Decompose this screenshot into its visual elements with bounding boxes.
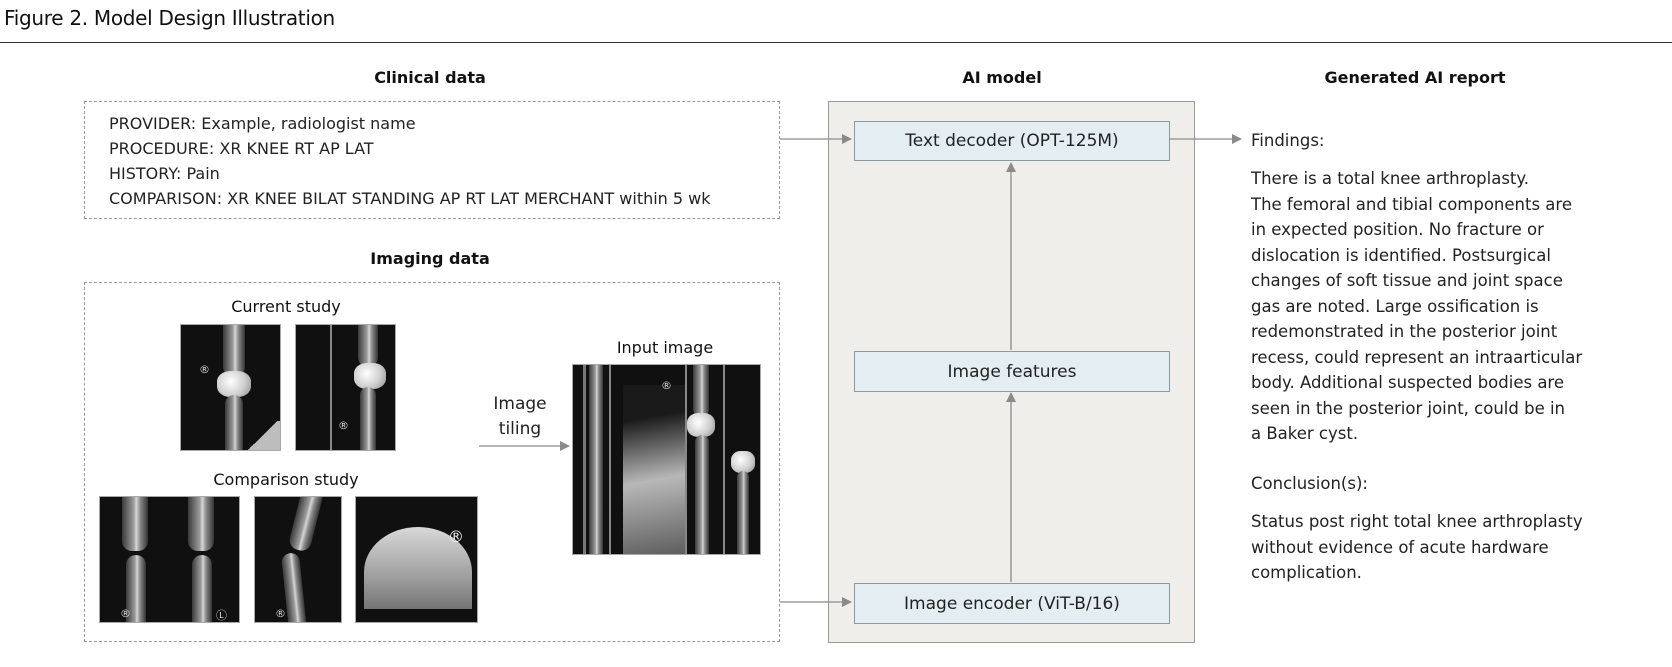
r-marker-icon: ® [661, 379, 672, 392]
findings-label: Findings: [1251, 131, 1325, 150]
image-features-box: Image features [854, 351, 1170, 392]
current-study-xray-ap: ® [180, 324, 281, 451]
input-image-tiled: ® [572, 364, 761, 555]
text-decoder-box: Text decoder (OPT-125M) [854, 121, 1170, 161]
clinical-data-heading: Clinical data [374, 68, 486, 87]
clinical-text-block: PROVIDER: Example, radiologist name PROC… [109, 111, 711, 211]
figure-title: Figure 2. Model Design Illustration [4, 6, 335, 30]
conclusion-label: Conclusion(s): [1251, 474, 1368, 493]
clinical-line-provider: PROVIDER: Example, radiologist name [109, 114, 416, 133]
clinical-data-box: PROVIDER: Example, radiologist name PROC… [84, 101, 780, 219]
r-marker-icon: ® [275, 607, 286, 620]
imaging-data-box [84, 282, 780, 642]
image-tiling-line2: tiling [498, 419, 542, 439]
clinical-line-procedure: PROCEDURE: XR KNEE RT AP LAT [109, 139, 374, 158]
input-image-label: Input image [616, 338, 714, 357]
comparison-xray-lateral: ® [254, 496, 342, 623]
r-marker-icon: ® [338, 419, 349, 432]
current-study-xray-lateral: ® [295, 324, 396, 451]
image-tiling-label: Image tiling [480, 392, 560, 442]
comparison-study-label: Comparison study [213, 470, 359, 489]
r-marker-icon: ® [199, 363, 210, 376]
findings-text: There is a total knee arthroplasty. The … [1251, 169, 1583, 443]
image-encoder-box: Image encoder (ViT-B/16) [854, 583, 1170, 624]
r-marker-icon: ® [448, 527, 464, 546]
ai-model-heading: AI model [962, 68, 1042, 87]
clinical-line-comparison: COMPARISON: XR KNEE BILAT STANDING AP RT… [109, 189, 711, 208]
title-divider [0, 42, 1672, 43]
generated-report-heading: Generated AI report [1324, 68, 1506, 87]
current-study-label: Current study [231, 297, 341, 316]
image-tiling-line1: Image [493, 394, 547, 414]
conclusion-text: Status post right total knee arthroplast… [1251, 512, 1583, 582]
imaging-data-heading: Imaging data [370, 249, 490, 268]
comparison-xray-bilateral: ® Ⓛ [99, 496, 240, 623]
comparison-xray-merchant: ® [355, 496, 478, 623]
l-marker-icon: Ⓛ [216, 609, 227, 622]
r-marker-icon: ® [120, 607, 131, 620]
clinical-line-history: HISTORY: Pain [109, 164, 220, 183]
